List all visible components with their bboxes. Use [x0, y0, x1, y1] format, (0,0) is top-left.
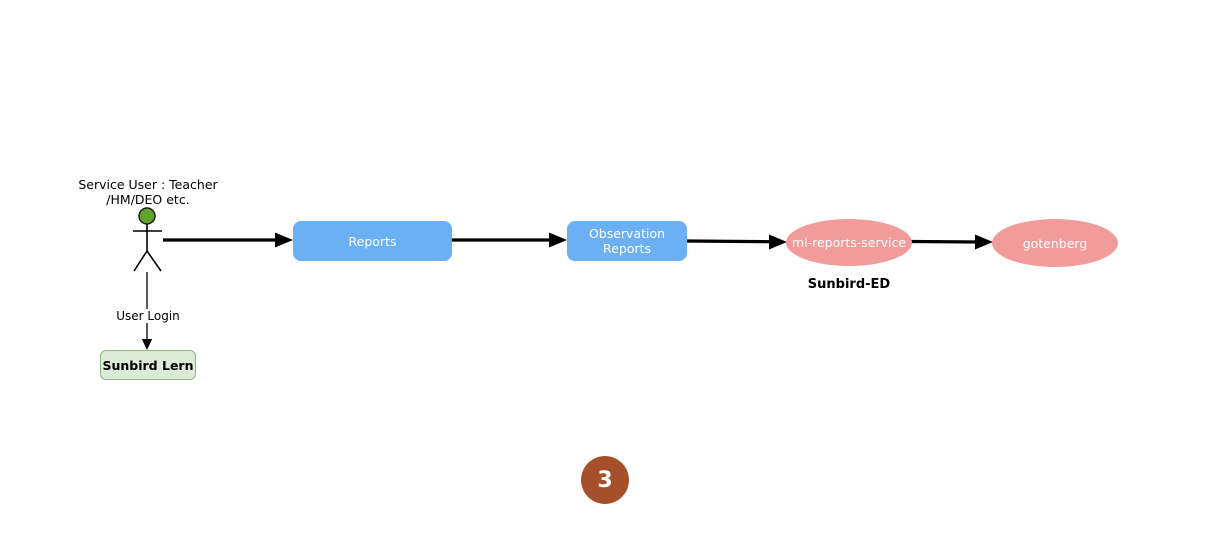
node-ml-reports-service-label: ml-reports-service	[791, 235, 907, 250]
arrowhead-icon	[549, 232, 567, 248]
arrowhead-icon	[275, 232, 293, 248]
node-gotenberg-label: gotenberg	[1022, 235, 1088, 251]
node-observation-reports-label: Observation Reports	[588, 226, 666, 256]
arrow-shaft	[686, 239, 773, 244]
arrowhead-icon	[769, 234, 787, 250]
arrowhead-icon	[975, 234, 993, 250]
arrowhead-icon	[141, 339, 153, 350]
arrow-shaft	[910, 239, 979, 244]
actor-label: Service User : Teacher /HM/DEO etc.	[78, 177, 218, 207]
arrow-ml-service-to-gotenberg	[910, 234, 993, 250]
actor-figure	[133, 207, 162, 272]
actor-leg-right	[146, 250, 162, 272]
node-ml-reports-service: ml-reports-service	[786, 219, 912, 266]
node-reports-label: Reports	[348, 233, 397, 249]
arrow-actor-to-reports	[163, 232, 293, 248]
actor-leg-left	[133, 250, 148, 272]
step-badge: 3	[581, 456, 629, 504]
arrow-actor-to-sunbird-lern	[141, 272, 153, 350]
arrow-observation-to-ml-service	[686, 234, 787, 250]
step-badge-number: 3	[597, 467, 613, 493]
actor-head-icon	[138, 207, 156, 225]
node-gotenberg: gotenberg	[992, 219, 1118, 267]
node-sunbird-lern-label: Sunbird Lern	[102, 357, 194, 373]
label-user-login: User Login	[106, 309, 190, 323]
arrow-reports-to-observation	[452, 232, 567, 248]
node-observation-reports: Observation Reports	[567, 221, 687, 261]
node-reports: Reports	[293, 221, 452, 261]
node-sunbird-lern: Sunbird Lern	[100, 350, 196, 380]
label-sunbird-ed: Sunbird-ED	[807, 277, 891, 292]
